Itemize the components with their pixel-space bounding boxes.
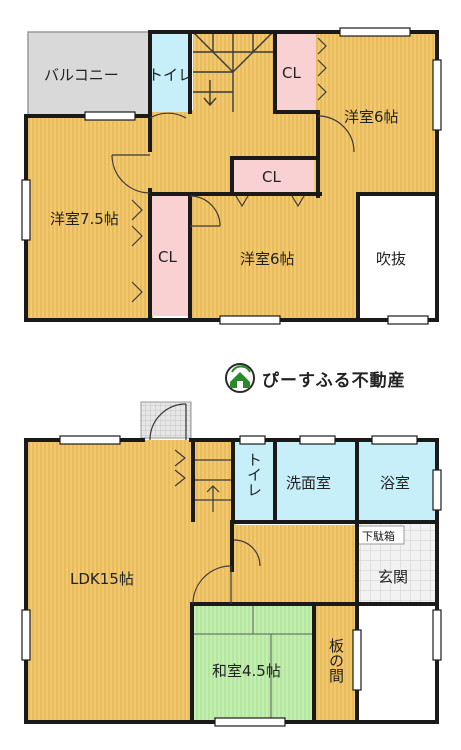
room-label-toilet-2f: トイレ — [148, 66, 194, 84]
house-logo-icon — [225, 363, 255, 393]
room-label-western-6-top: 洋室6帖 — [344, 108, 399, 126]
cl-left-floor — [152, 196, 190, 316]
outdoor-step — [140, 401, 192, 439]
brand-logo: ぴーすふる不動産 — [222, 358, 432, 398]
stairs-2f-steps — [192, 31, 274, 112]
room-label-balcony: バルコニー — [44, 66, 119, 84]
floor-1 — [21, 401, 442, 727]
windows-1f — [21, 435, 442, 727]
atrium-floor — [358, 194, 437, 318]
western-6-top-floor — [315, 32, 437, 194]
tatami-lines — [192, 606, 314, 720]
balcony-area — [27, 31, 151, 117]
room-label-atrium: 吹抜 — [376, 250, 407, 268]
room-label-ldk: LDK15帖 — [70, 570, 134, 588]
room-label-washroom: 洗面室 — [286, 474, 332, 492]
windows-2f — [21, 27, 442, 325]
toilet-2f-floor — [150, 32, 190, 112]
room-label-bathroom: 浴室 — [380, 474, 411, 492]
hall-floor-1f — [232, 525, 357, 603]
room-label-toilet-1f: トイレ — [245, 452, 263, 497]
cl-mid-floor — [232, 158, 314, 194]
room-label-japanese: 和室4.5帖 — [212, 662, 281, 680]
room-label-entrance: 玄関 — [378, 568, 409, 586]
room-label-western-6-center: 洋室6帖 — [240, 250, 295, 268]
room-label-cl-left: CL — [158, 248, 177, 266]
western-75-floor — [26, 116, 153, 318]
stairs-1f-steps — [193, 459, 233, 512]
doors-2f — [111, 37, 355, 303]
itanoma-floor — [314, 603, 356, 721]
room-label-shoe-box: 下駄箱 — [362, 530, 395, 543]
washroom-floor — [275, 440, 357, 522]
brand-name: ぴーすふる不動産 — [262, 371, 406, 391]
blank-area — [357, 604, 437, 722]
room-label-itanoma: 板の間 — [327, 638, 345, 683]
bathroom-floor — [357, 440, 437, 522]
doors-1f — [149, 403, 261, 605]
floor-2 — [21, 27, 442, 325]
cl-top-floor — [276, 32, 316, 112]
room-label-cl-mid: CL — [262, 168, 281, 186]
toilet-1f-floor — [233, 440, 275, 522]
room-label-cl-top: CL — [282, 64, 301, 82]
room-label-western-75: 洋室7.5帖 — [50, 210, 119, 228]
